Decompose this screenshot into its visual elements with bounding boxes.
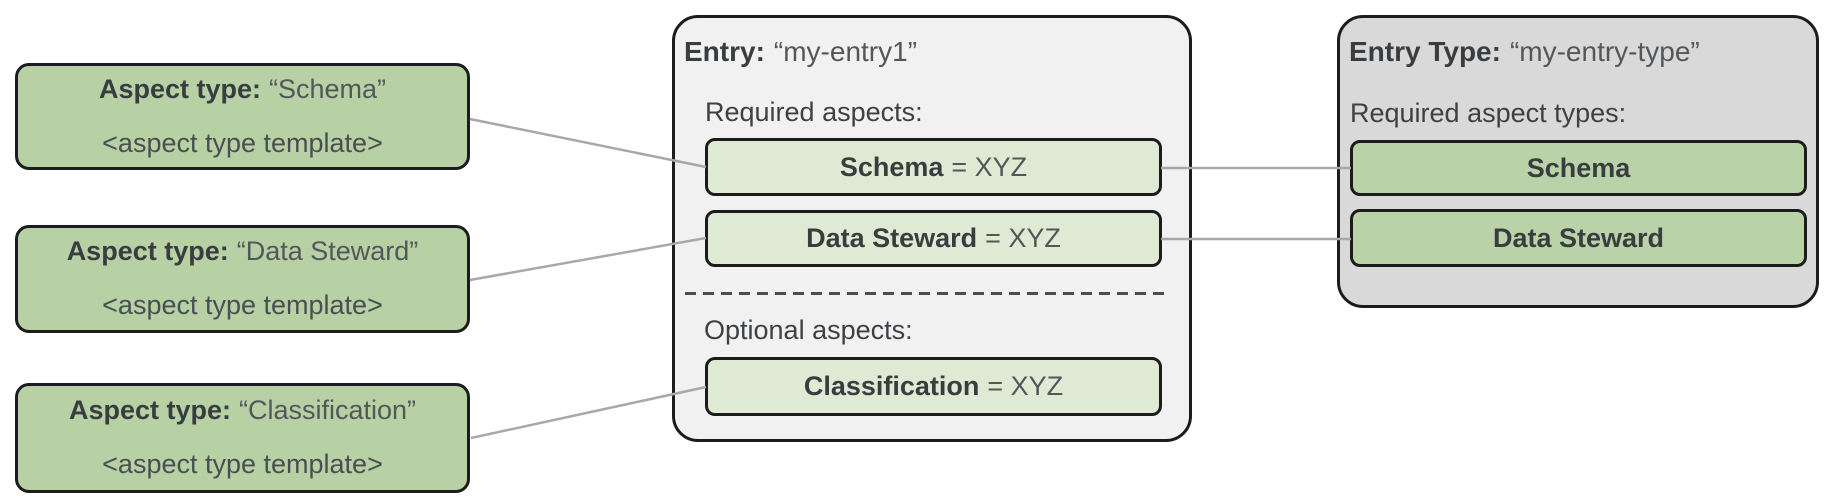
aspect-type-title: Aspect type: “Schema” [98, 73, 387, 105]
aspect-name: Data Steward [806, 223, 978, 253]
connector-classification-to-entry [470, 385, 707, 440]
aspect-type-template: <aspect type template> [102, 127, 383, 158]
entry-container: Entry: “my-entry1” Required aspects: Sche… [672, 15, 1192, 442]
entry-title: Entry: “my-entry1” [684, 36, 918, 68]
aspect-type-label: Aspect type: [66, 236, 229, 267]
aspect-name: Classification [803, 371, 980, 401]
aspect-name: Schema [839, 151, 944, 182]
connector-schema-to-entry [469, 117, 707, 169]
aspect-type-box-data-steward: Aspect type:“Data Steward” <aspect type … [15, 225, 470, 333]
entry-type-label: Entry Type: [1349, 36, 1501, 67]
aspect-type-name: “Classification” [239, 395, 417, 426]
aspect-type-title: Aspect type: “Classification” [68, 395, 417, 426]
aspect-value: = XYZ [951, 151, 1028, 182]
entry-type-container: Entry Type: “my-entry-type” Required aspe… [1337, 15, 1819, 308]
aspect-type-name: “Schema” [269, 73, 387, 104]
aspect-type-name: “Data Steward” [236, 236, 419, 267]
connector-steward-to-entry [469, 236, 707, 282]
dashed-divider [685, 292, 1165, 295]
aspect-type-label: Aspect type: [68, 395, 231, 426]
aspect-type-template: <aspect type template> [102, 449, 383, 479]
optional-aspect-row-classification: Classification= XYZ [705, 357, 1162, 416]
optional-aspects-heading: Optional aspects: [704, 315, 913, 345]
entry-name: “my-entry1” [773, 36, 918, 67]
aspect-type-label: Aspect type: [98, 73, 261, 104]
aspect-type-title: Aspect type:“Data Steward” [66, 236, 419, 267]
entry-type-title: Entry Type: “my-entry-type” [1349, 36, 1700, 68]
required-aspect-row-schema: Schema= XYZ [705, 138, 1162, 196]
required-aspect-row-data-steward: Data Steward= XYZ [705, 210, 1162, 267]
aspect-value: = XYZ [985, 223, 1061, 253]
aspect-type-box-classification: Aspect type: “Classification” <aspect typ… [15, 383, 470, 493]
aspect-type-box-schema: Aspect type: “Schema” <aspect type templa… [15, 63, 470, 170]
aspect-type-row-schema: Schema [1350, 140, 1807, 196]
aspect-type-row-data-steward: Data Steward [1350, 209, 1807, 267]
required-aspects-heading: Required aspects: [705, 97, 923, 127]
required-aspect-types-heading: Required aspect types: [1350, 98, 1627, 128]
aspect-type-template: <aspect type template> [102, 290, 383, 320]
entry-label: Entry: [684, 36, 765, 67]
entry-type-name: “my-entry-type” [1509, 36, 1700, 67]
aspect-value: = XYZ [987, 371, 1064, 401]
